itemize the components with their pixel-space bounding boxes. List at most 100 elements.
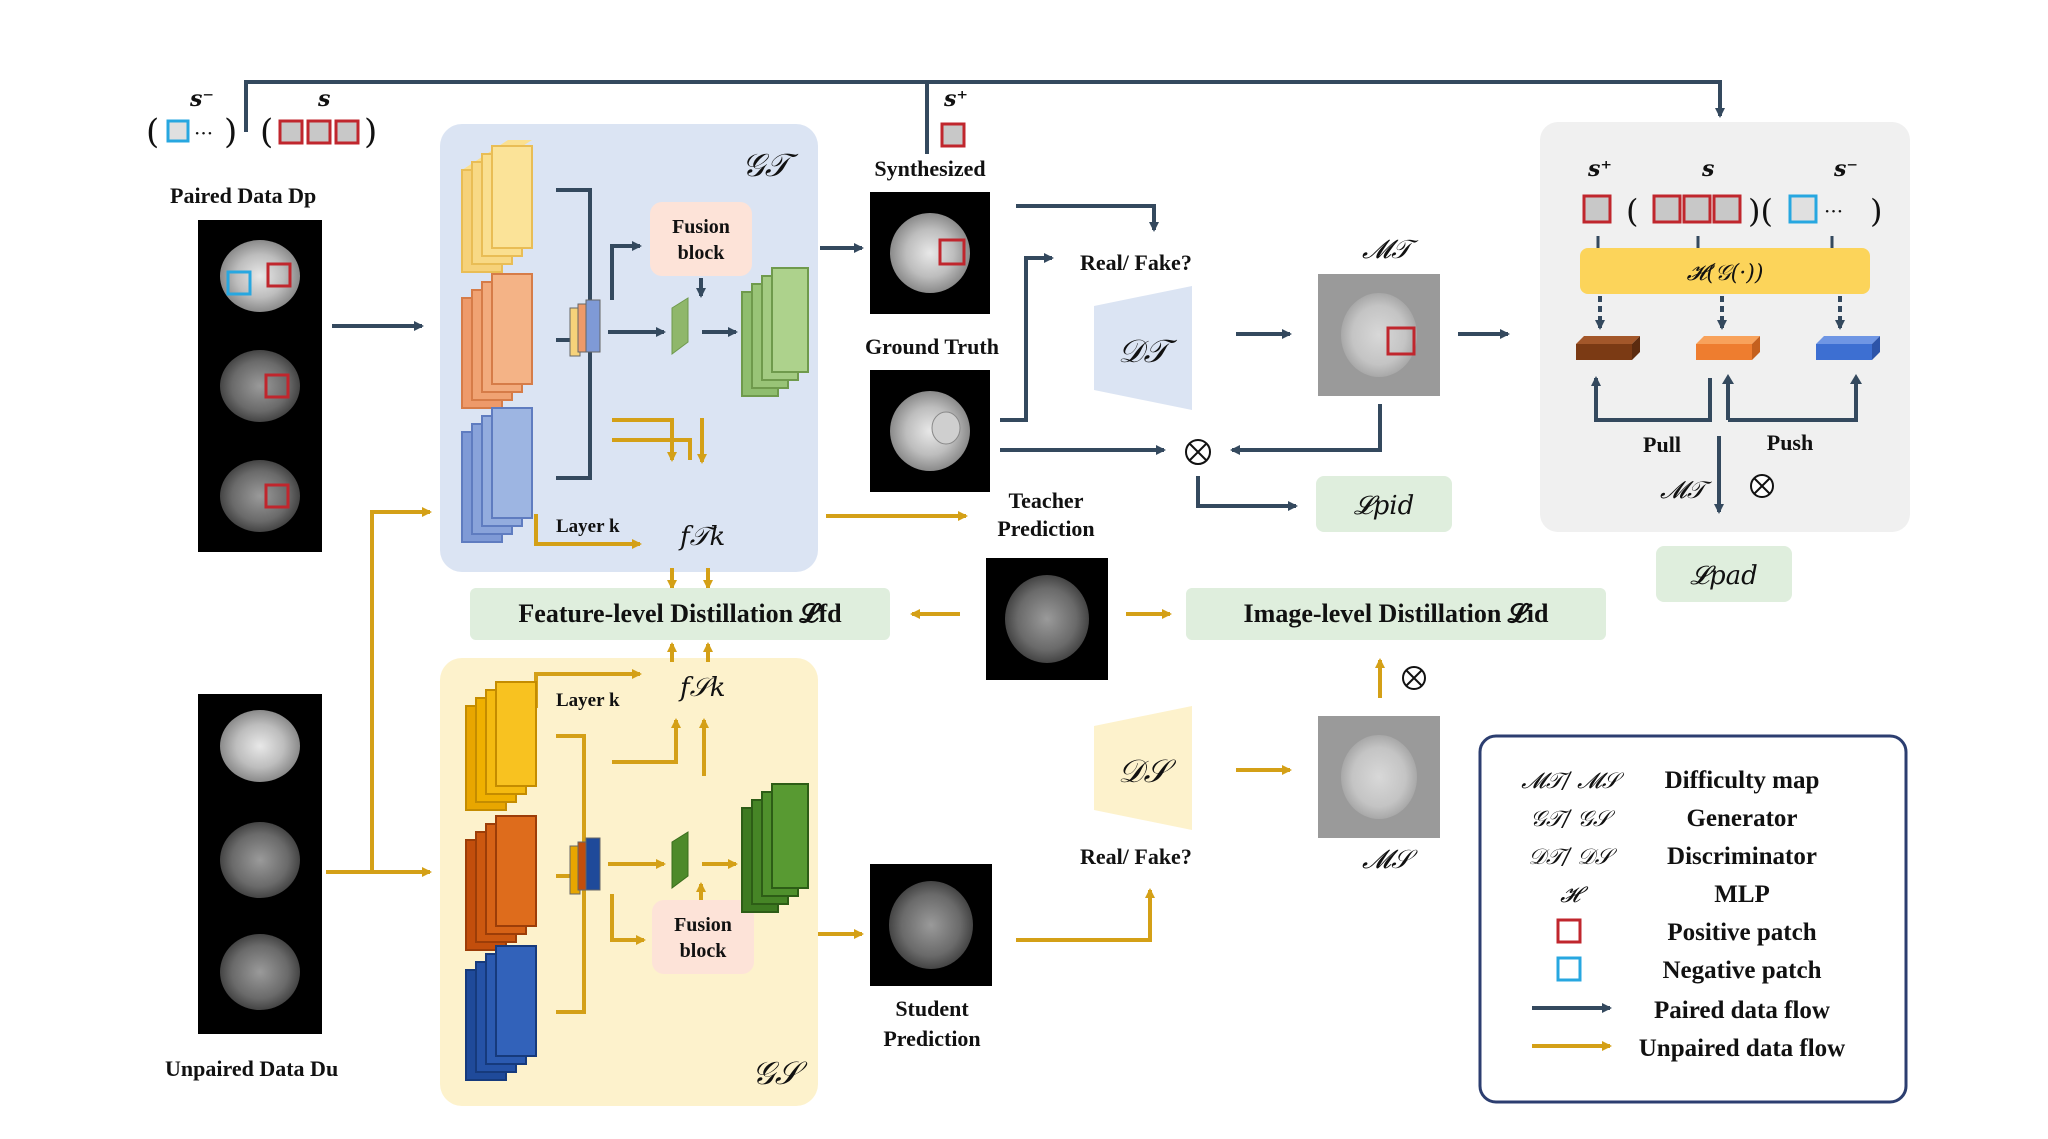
- paired-data-label: Paired Data Dp: [170, 183, 316, 208]
- panel-map-label: 𝓜𝒯: [1660, 476, 1713, 504]
- s-plus-panel-label: s⁺: [1587, 156, 1612, 182]
- teacher-to-fusion: [610, 241, 642, 300]
- student-prediction-label: Prediction: [883, 1026, 980, 1051]
- teacher-feature-label: f𝒯k: [678, 522, 725, 552]
- s-minus-panel-label: s⁻: [1833, 156, 1858, 182]
- student-feature-label: f𝒮k: [678, 673, 726, 703]
- loss-pad-box: [1656, 546, 1792, 602]
- positive-patch-icon: [938, 238, 966, 266]
- legend-text: Negative patch: [1663, 957, 1822, 984]
- ground-truth-label: Ground Truth: [865, 334, 999, 359]
- teacher-map-label: 𝓜𝒯: [1362, 235, 1419, 265]
- positive-patch-icon: [334, 119, 360, 145]
- student-discriminator: [1094, 706, 1192, 830]
- image-distillation-box: [1186, 588, 1606, 640]
- student-fused-feature: [671, 831, 689, 889]
- teacher-layer-k-arrow: [534, 514, 642, 549]
- negative-patch-icon: [226, 270, 252, 296]
- student-concat-block: [569, 837, 601, 895]
- positive-patch-icon: [1712, 194, 1742, 224]
- teacher-encoder-blue: [461, 407, 533, 543]
- feature-vector-positive: [1576, 336, 1640, 360]
- ellipsis-top: ···: [194, 121, 213, 145]
- teacher-fusion-block: [650, 202, 752, 276]
- feature-vector-anchor: [1696, 336, 1760, 360]
- top-paired-flow-arrow: [244, 80, 1725, 132]
- legend-symbol: 𝒢𝒯/ 𝒢𝒮: [1530, 807, 1616, 832]
- positive-patch-icon: [940, 122, 966, 148]
- real-fake-student-label: Real/ Fake?: [1080, 844, 1192, 869]
- push-arrowhead: [1850, 374, 1862, 384]
- patch-distill-panel: [1540, 122, 1910, 532]
- teacher-fused-feature: [671, 297, 689, 355]
- otimes-cross: [1405, 669, 1423, 687]
- brain-image: [220, 350, 300, 422]
- student-map-label: 𝓜𝒮: [1362, 845, 1418, 875]
- legend: 𝓜𝒯/ 𝓜𝒮 Difficulty map 𝒢𝒯/ 𝒢𝒮 Generator 𝒟…: [1521, 767, 1845, 1062]
- paren-open: (: [1626, 192, 1638, 230]
- loss-pad-label: 𝓛pad: [1690, 561, 1758, 591]
- gt-to-discriminator: [1000, 253, 1054, 422]
- feature-vector-negative: [1816, 336, 1880, 360]
- pull-label: Pull: [1643, 432, 1681, 457]
- student-fusion-label: block: [680, 940, 728, 962]
- pull-arrow: [1591, 376, 1712, 422]
- s-label-top: s: [317, 86, 330, 112]
- teacher-encoder-orange: [461, 273, 533, 409]
- ellipsis-panel: ···: [1824, 199, 1843, 223]
- legend-box: [1478, 734, 1908, 1104]
- brain-image: [220, 934, 300, 1010]
- positive-patch-icon: [1682, 194, 1712, 224]
- teacher-decoder-green: [741, 267, 809, 397]
- student-pred-to-discriminator: [1016, 888, 1155, 942]
- otimes-cross: [1753, 477, 1771, 495]
- unpaired-data-label: Unpaired Data Du: [165, 1056, 338, 1081]
- teacher-discriminator: [1094, 286, 1192, 410]
- legend-text: Paired data flow: [1654, 997, 1830, 1024]
- legend-text: Unpaired data flow: [1639, 1035, 1846, 1062]
- negative-patch-icon: [1788, 194, 1818, 224]
- legend-text: Positive patch: [1667, 919, 1816, 946]
- student-layer-k-label: Layer k: [556, 690, 620, 711]
- image-distillation-label: Image-level Distillation 𝓛id: [1244, 599, 1549, 628]
- feature-distillation-box: [470, 588, 890, 640]
- positive-patch-icon: [1582, 194, 1612, 224]
- positive-patch-icon: [266, 262, 292, 288]
- student-encoder-orange: [465, 815, 537, 951]
- map-brain: [1341, 735, 1417, 819]
- teacher-layer-k-label: Layer k: [556, 516, 620, 537]
- legend-negative-patch-icon: [1556, 956, 1582, 982]
- teacher-discriminator-label: 𝒟𝒯: [1118, 332, 1178, 370]
- teacher-encoder-yellow: [461, 140, 533, 273]
- teacher-feat-arrow-1: [612, 418, 677, 462]
- unpaired-flow-to-teacher: [370, 507, 432, 872]
- teacher-prediction-label: Prediction: [997, 516, 1094, 541]
- push-arrow: [1726, 378, 1858, 422]
- negative-patch-icon: [166, 119, 190, 143]
- teacher-feat-arrow-2: [612, 438, 692, 460]
- teacher-concat-block: [569, 299, 601, 357]
- student-fusion-block: [652, 900, 754, 974]
- mlp-bar: [1580, 248, 1870, 294]
- brain-image: [889, 881, 973, 969]
- s-panel-label: s: [1701, 156, 1714, 182]
- brain-image: [890, 213, 970, 293]
- student-feat-arrow-1: [612, 718, 681, 764]
- student-to-fusion: [610, 894, 646, 945]
- mlp-formula-label: 𝓗(𝒢(·)): [1687, 261, 1764, 286]
- teacher-fusion-label: Fusion: [672, 216, 730, 238]
- s-minus-label: s⁻: [189, 86, 214, 112]
- paren-close: ): [224, 112, 237, 152]
- positive-patch-icon: [1652, 194, 1682, 224]
- paren-close: )(: [1748, 192, 1773, 230]
- positive-patch-icon: [264, 483, 290, 509]
- legend-text: Discriminator: [1667, 843, 1817, 870]
- brain-image: [890, 391, 970, 471]
- paren-open-2: (: [260, 112, 273, 152]
- legend-positive-patch-icon: [1556, 918, 1582, 944]
- feature-distillation-label: Feature-level Distillation 𝓛fd: [518, 599, 842, 628]
- student-generator-label: 𝒢𝒮: [752, 1054, 808, 1092]
- student-encoder-yellow: [465, 681, 537, 811]
- positive-patch-icon: [306, 119, 332, 145]
